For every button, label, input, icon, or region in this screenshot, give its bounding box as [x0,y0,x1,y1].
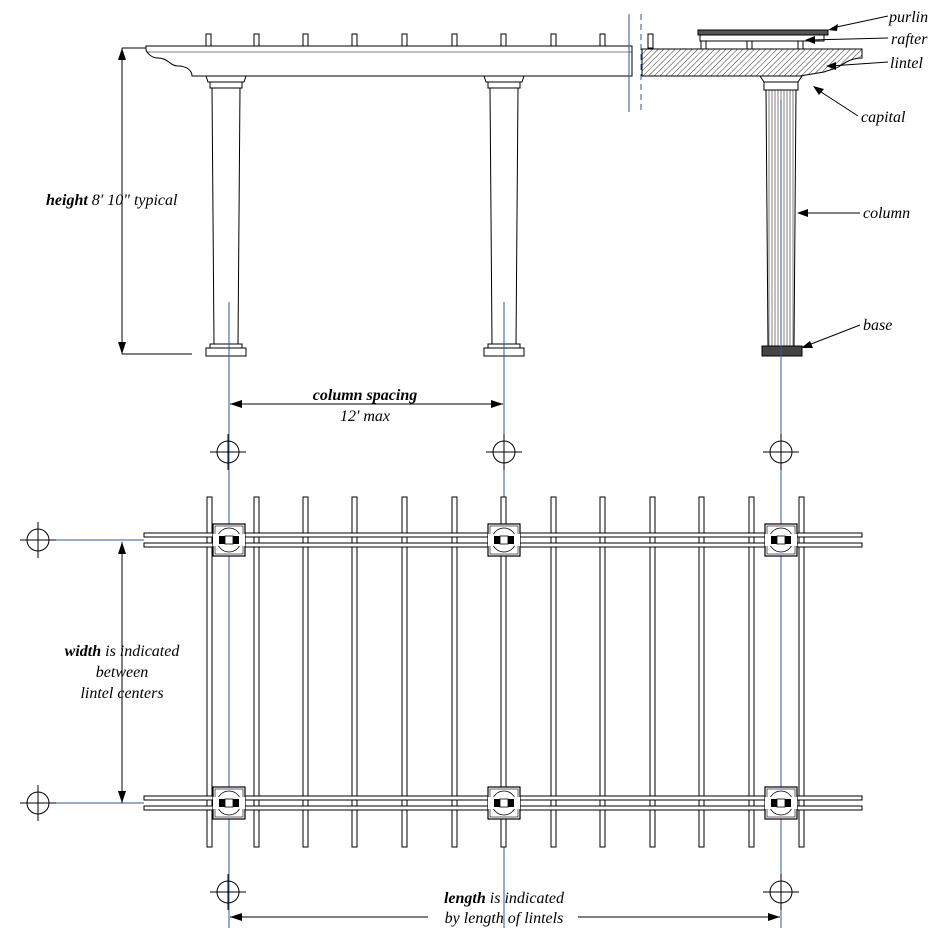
label-lintel: lintel [890,55,923,72]
label-purlin: purlin [888,9,928,26]
spacing-value: 12' max [340,408,390,425]
rafter-tails [205,33,606,47]
column-base [761,345,803,357]
plan-column-1 [212,523,246,557]
label-base: base [863,317,892,334]
width-label: width is indicated [65,643,181,660]
label-column: column [863,205,910,222]
lintel-beam [145,45,633,77]
length-label: length is indicated [444,890,565,907]
plan-rafters [206,496,805,848]
length-label-2: by length of lintels [445,910,564,927]
lintel-section [641,48,863,77]
label-capital: capital [861,109,906,126]
plan-column-4 [212,786,246,820]
plan-column-5 [487,786,521,820]
side-section [641,29,863,928]
width-dimension [118,542,126,803]
height-label: height 8' 10" typical [46,192,178,209]
width-label-3: lintel centers [80,685,163,702]
height-dimension [118,47,192,355]
spacing-label: column spacing [313,387,417,404]
plan-column-6 [764,786,798,820]
width-label-2: between [96,664,148,681]
column-left [205,75,247,357]
capital [759,75,803,83]
length-dimension [230,913,780,921]
spacing-dimension [230,400,503,408]
plan-column-2 [487,523,521,557]
plan-view [40,496,863,848]
plan-column-3 [764,523,798,557]
purlin [697,29,829,36]
rafter [699,34,825,42]
label-rafter: rafter [891,31,928,48]
callout-leaders [797,15,889,348]
front-elevation [145,14,642,928]
